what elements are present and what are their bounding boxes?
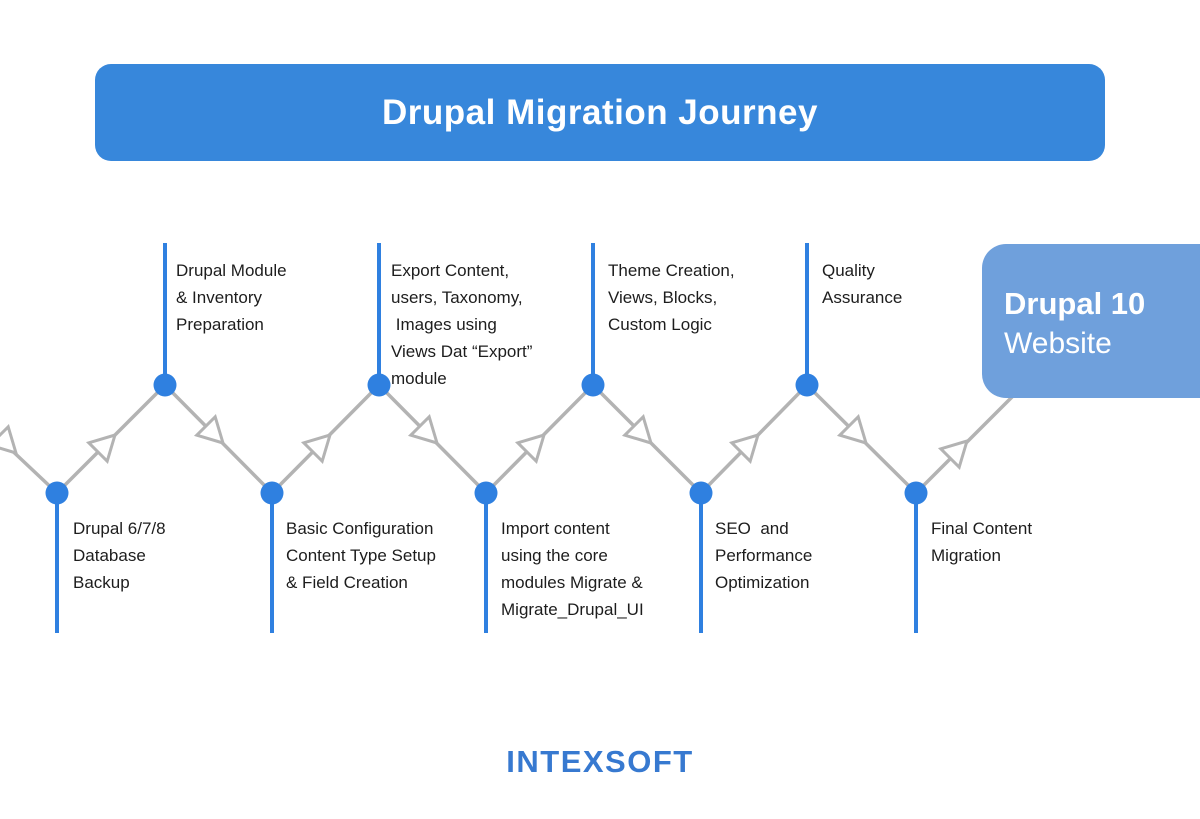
milestone-label-seo-performance: SEO and Performance Optimization [715, 519, 813, 592]
milestone-label-final-migration: Final Content Migration [931, 519, 1033, 565]
arrow-icon [300, 432, 333, 465]
arrow-icon [85, 432, 118, 465]
milestone-label-database-backup: Drupal 6/7/8 Database Backup [73, 519, 166, 592]
title-banner: Drupal Migration Journey [95, 64, 1105, 161]
milestone-dot [904, 481, 928, 505]
arrow-icon [836, 413, 869, 446]
arrow-icon [193, 413, 226, 446]
arrow-icon [728, 432, 761, 465]
milestone-dot [581, 373, 605, 397]
milestone-label-theme-creation: Theme Creation, Views, Blocks, Custom Lo… [608, 261, 735, 334]
milestone-label-quality-assurance: Quality Assurance [822, 261, 903, 307]
arrow-icon [0, 423, 19, 456]
milestone-dot [474, 481, 498, 505]
milestone-label-module-inventory: Drupal Module & Inventory Preparation [176, 261, 287, 334]
end-node-subtitle: Website [1004, 327, 1112, 360]
page-title: Drupal Migration Journey [382, 92, 818, 132]
milestone-label-import-content: Import content using the core modules Mi… [501, 519, 644, 619]
arrow-icon [621, 413, 654, 446]
milestone-dot [45, 481, 69, 505]
end-node-drupal10-website: Drupal 10 Website [982, 244, 1200, 398]
arrow-icon [514, 432, 547, 465]
intexsoft-logo: INTEXSOFT [506, 744, 694, 779]
milestone-dot [367, 373, 391, 397]
milestone-dot [260, 481, 284, 505]
milestone-dot [689, 481, 713, 505]
arrow-icon [937, 438, 970, 471]
end-node-title: Drupal 10 [1004, 286, 1146, 321]
milestone-label-export-content: Export Content, users, Taxonomy, Images … [391, 261, 533, 388]
milestone-label-basic-configuration: Basic Configuration Content Type Setup &… [286, 519, 436, 592]
arrow-icon [407, 413, 440, 446]
milestone-dot [795, 373, 819, 397]
milestone-dot [153, 373, 177, 397]
